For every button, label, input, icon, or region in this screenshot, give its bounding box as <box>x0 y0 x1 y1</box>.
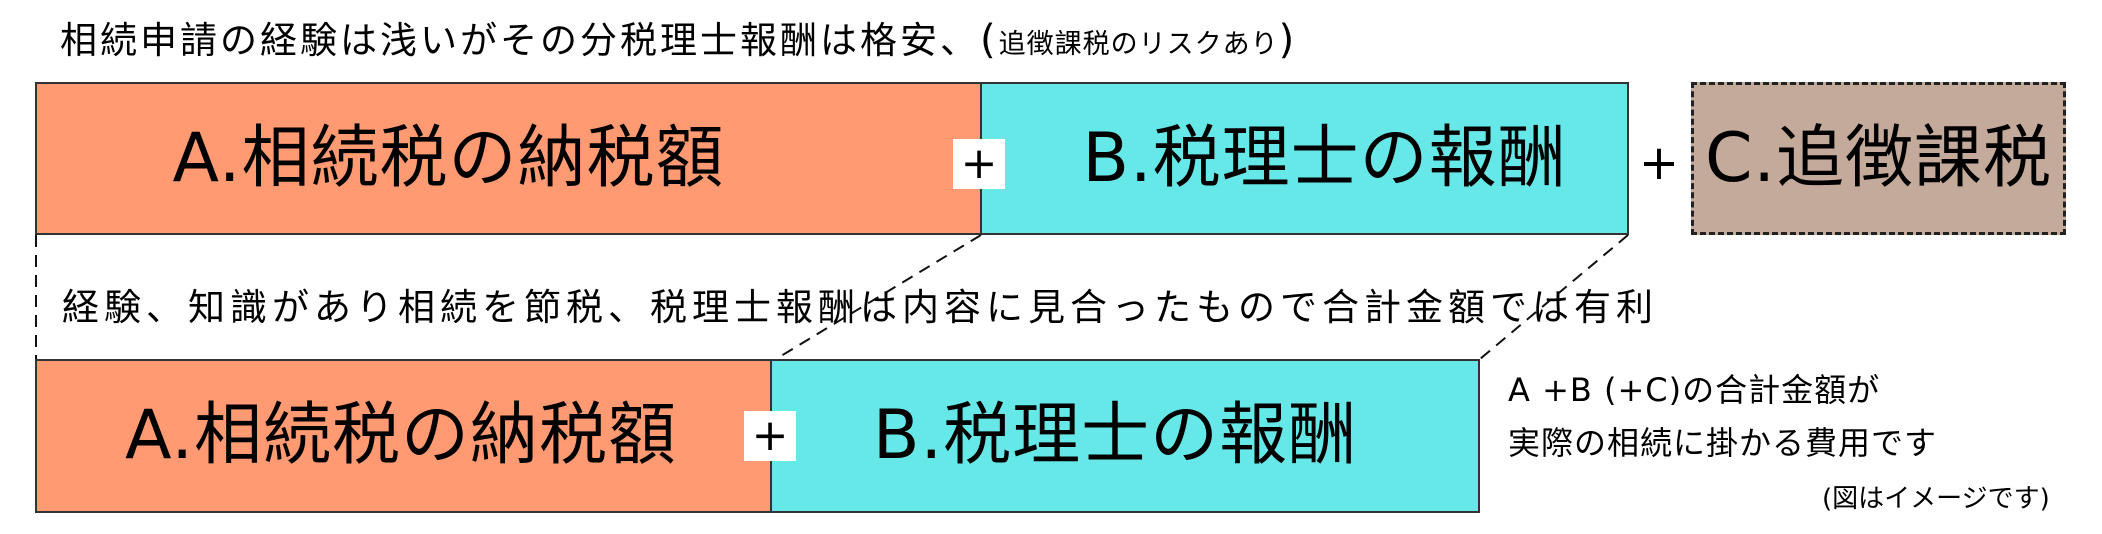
top-caption-paren-open: ( <box>980 17 999 63</box>
top-caption-main: 相続申請の経験は浅いがその分税理士報酬は格安、 <box>60 19 980 62</box>
note-line-2: 実際の相続に掛かる費用です <box>1508 424 1938 462</box>
top-caption: 相続申請の経験は浅いがその分税理士報酬は格安、(追徴課税のリスクあり) <box>60 20 1297 60</box>
top-caption-small: 追徴課税のリスクあり <box>998 29 1279 60</box>
scenario2-plus-icon: + <box>744 411 796 461</box>
middle-caption: 経験、知識があり相続を節税、税理士報酬は内容に見合ったもので合計金額では有利 <box>62 286 1658 329</box>
plus-icon: + <box>1638 135 1680 191</box>
note-disclaimer: (図はイメージです) <box>1822 484 2050 514</box>
scenario1-box-b: B.税理士の報酬 <box>980 82 1629 235</box>
top-caption-paren-close: ) <box>1278 17 1298 63</box>
note-line-1: A +B (+C)の合計金額が <box>1508 371 1881 409</box>
scenario1-box-c: C.追徴課税 <box>1691 82 2066 235</box>
scenario2-box-b-label: B.税理士の報酬 <box>872 396 1358 475</box>
scenario1-box-c-label: C.追徴課税 <box>1704 118 2053 198</box>
scenario1-box-a: A.相続税の納税額 <box>35 82 982 235</box>
scenario1-box-b-label: B.税理士の報酬 <box>1082 118 1567 198</box>
plus-icon: + <box>960 138 998 189</box>
scenario1-box-a-label: A.相続税の納税額 <box>172 118 725 198</box>
scenario2-box-b: B.税理士の報酬 <box>770 359 1480 513</box>
scenario2-box-a: A.相続税の納税額 <box>35 359 772 513</box>
scenario1-plus-bc-icon: + <box>1636 138 1682 188</box>
plus-icon: + <box>751 410 789 461</box>
scenario2-box-a-label: A.相続税の納税額 <box>125 396 677 475</box>
right-connector-line <box>1479 234 1629 360</box>
scenario1-plus-icon: + <box>953 139 1005 189</box>
